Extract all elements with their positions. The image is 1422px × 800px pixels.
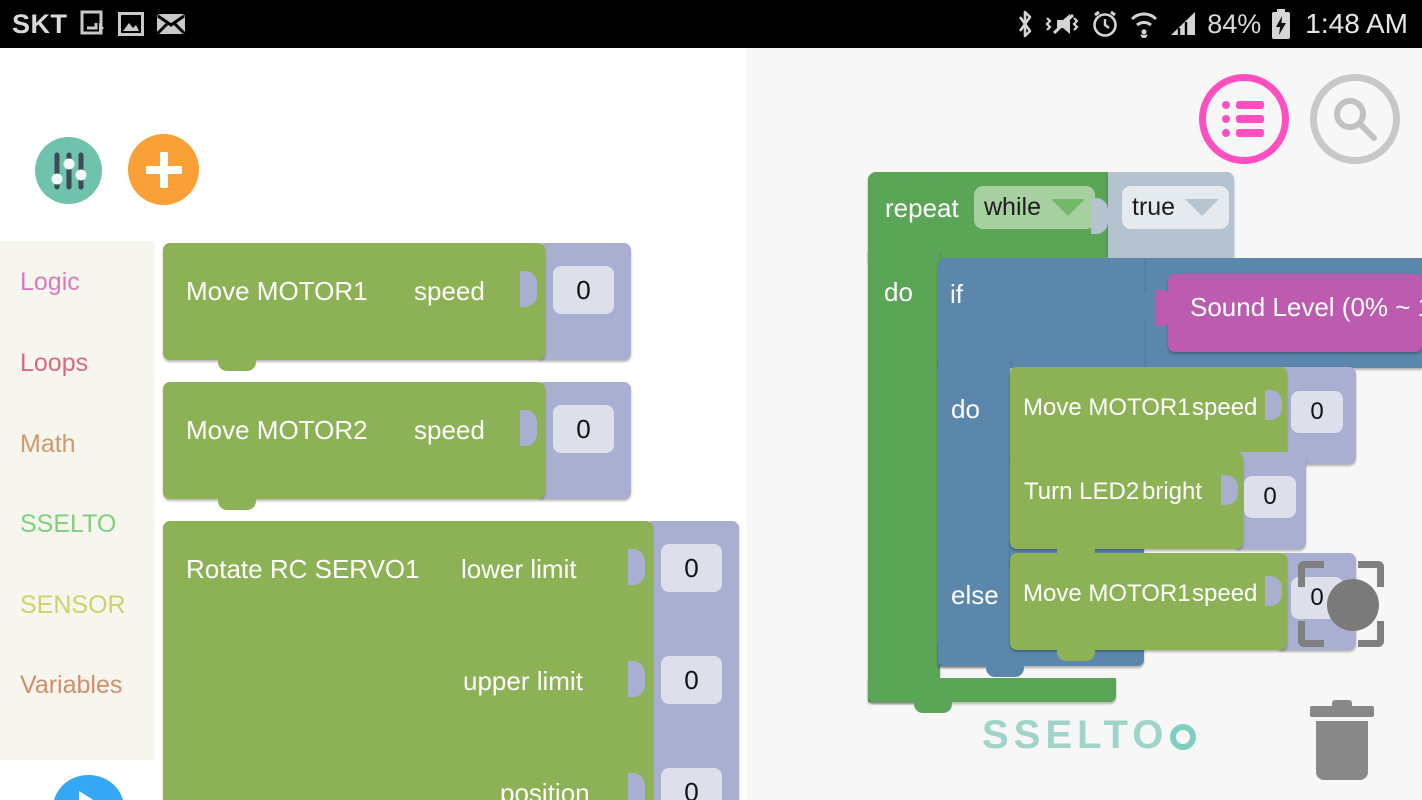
block-field-label: speed [414, 276, 485, 306]
selection-handle[interactable] [1298, 561, 1384, 647]
toolbox-item-sensor[interactable]: SENSOR [20, 591, 126, 619]
sound-level-label: Sound Level (0% ~ 100 [1190, 292, 1422, 322]
block-label: Move MOTOR1 [186, 276, 368, 306]
vibrate-mute-icon [1045, 13, 1079, 35]
repeat-mode-value: while [984, 193, 1041, 221]
status-bar-right: 84% 1:48 AM [1016, 0, 1408, 48]
block-label: Move MOTOR2 [186, 415, 368, 445]
search-button[interactable] [1310, 74, 1400, 164]
block-field-label: speed [1192, 580, 1258, 607]
block-field-label: bright [1142, 478, 1203, 505]
flyout-pane: Logic Loops Math SSELTO SENSOR Variables… [0, 48, 746, 800]
watermark-text: SSELTO [982, 713, 1169, 757]
status-bar-left: SKT [12, 0, 186, 48]
repeat-mode-dropdown[interactable]: while [974, 186, 1095, 229]
number-input[interactable]: 0 [553, 266, 614, 314]
image-icon [117, 12, 144, 36]
sselto-watermark: SSELTO [982, 713, 1197, 758]
handle-knob[interactable] [1327, 579, 1379, 631]
plus-icon [145, 151, 182, 188]
number-input-lower[interactable]: 0 [661, 544, 722, 592]
trash-lid-icon [1310, 706, 1374, 717]
alarm-icon [1093, 10, 1118, 37]
block-label: Rotate RC SERVO1 [186, 554, 420, 584]
status-bar: SKT [0, 0, 1422, 48]
chevron-down-icon [1050, 199, 1085, 216]
mail-icon [156, 14, 185, 35]
wifi-icon [1131, 12, 1158, 38]
repeat-do-label: do [884, 277, 913, 307]
number-input[interactable]: 0 [553, 405, 614, 453]
toolbox-item-math[interactable]: Math [20, 430, 76, 458]
toolbox-item-loops[interactable]: Loops [20, 349, 89, 377]
bluetooth-icon [1019, 10, 1032, 38]
block-field-label-upper: upper limit [463, 666, 583, 696]
trash-can-icon [1316, 721, 1368, 780]
block-list-button[interactable] [1199, 74, 1289, 164]
cell-signal-icon [1171, 12, 1196, 35]
screenshot-icon [80, 10, 104, 35]
number-input[interactable]: 0 [1244, 476, 1296, 518]
number-input-position[interactable]: 0 [661, 768, 722, 800]
if-label: if [950, 279, 963, 309]
settings-button[interactable] [35, 137, 102, 204]
run-button[interactable] [53, 775, 124, 800]
block-field-label: speed [414, 415, 485, 445]
handle-corner-top-right [1358, 561, 1384, 587]
block-field-label-position: position [500, 778, 590, 800]
handle-corner-bottom-left [1298, 621, 1324, 647]
repeat-condition-value: true [1132, 193, 1176, 221]
block-label: Turn LED2 [1024, 478, 1140, 505]
battery-charging-icon [1272, 9, 1291, 39]
toolbox-item-variables[interactable]: Variables [20, 671, 123, 699]
clock-label: 1:48 AM [1305, 8, 1408, 39]
sliders-icon [51, 152, 86, 189]
toolbox-item-logic[interactable]: Logic [20, 268, 80, 296]
if-else-label: else [951, 580, 999, 610]
carrier-label: SKT [12, 8, 68, 39]
trash-button[interactable] [1310, 700, 1374, 780]
block-field-label-lower: lower limit [461, 554, 577, 584]
block-label: Move MOTOR1 [1023, 580, 1191, 607]
number-input-upper[interactable]: 0 [661, 656, 722, 704]
play-icon [78, 791, 106, 800]
battery-percent: 84% [1207, 8, 1262, 39]
toolbox [0, 241, 155, 760]
handle-corner-top-left [1298, 561, 1324, 587]
handle-corner-bottom-right [1358, 621, 1384, 647]
number-input[interactable]: 0 [1291, 391, 1343, 433]
chevron-down-icon [1185, 199, 1220, 216]
block-label: Move MOTOR1 [1023, 394, 1191, 421]
if-do-label: do [951, 394, 980, 424]
watermark-ring-icon [1170, 724, 1197, 750]
toolbox-item-sselto[interactable]: SSELTO [20, 510, 117, 538]
list-icon [1222, 101, 1264, 137]
sound-level-block[interactable] [1168, 274, 1422, 352]
add-button[interactable] [128, 134, 199, 205]
repeat-label: repeat [885, 193, 959, 223]
trash-handle-icon [1332, 700, 1352, 708]
search-icon [1334, 98, 1377, 141]
repeat-condition-dropdown[interactable]: true [1122, 186, 1230, 229]
block-field-label: speed [1192, 394, 1258, 421]
